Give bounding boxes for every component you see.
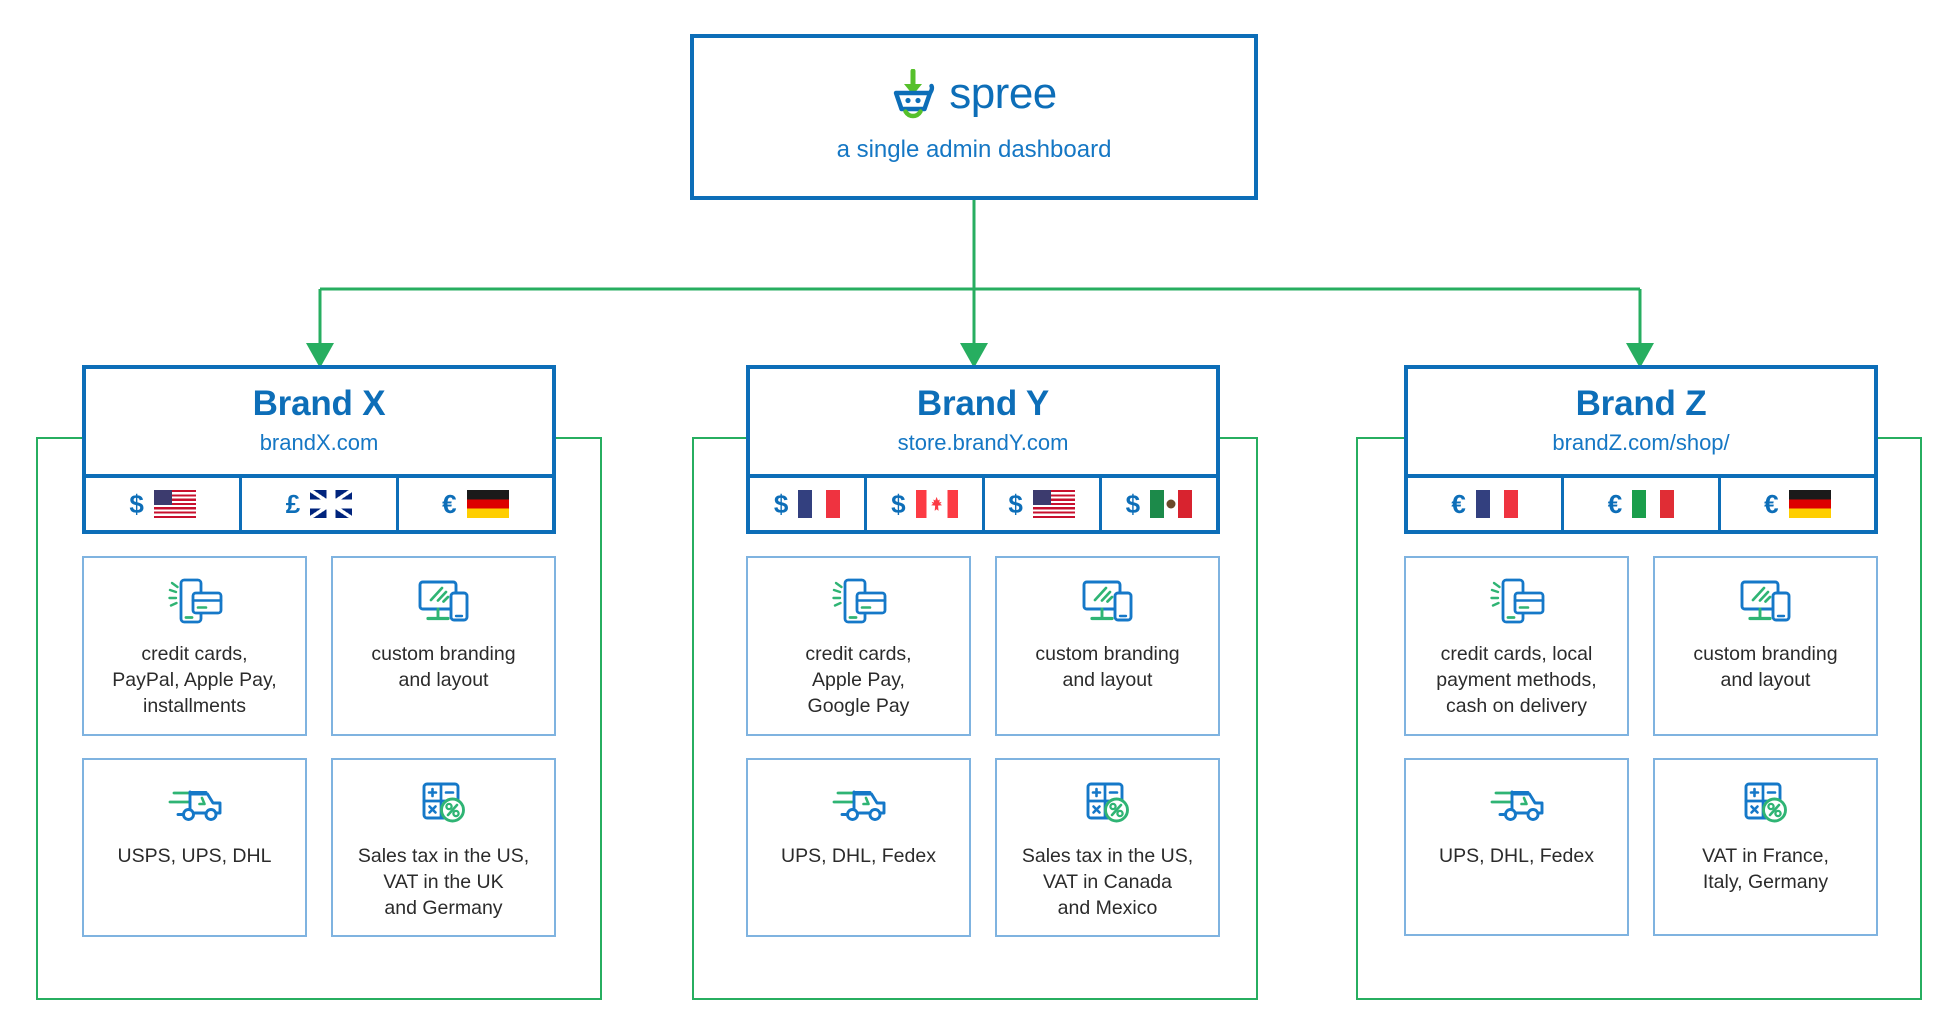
brand-x-currency-strip: $ £ € bbox=[82, 477, 556, 534]
feature-card-label: Sales tax in the US, VAT in Canada and M… bbox=[1021, 844, 1194, 919]
feature-card-label: USPS, UPS, DHL bbox=[117, 844, 272, 867]
flag-germany-icon bbox=[466, 489, 509, 518]
feature-card[interactable]: credit cards, local payment methods, cas… bbox=[1404, 555, 1629, 736]
calculator-percent-icon bbox=[1084, 776, 1132, 832]
delivery-truck-icon bbox=[830, 776, 888, 832]
brand-x-url[interactable]: brandX.com bbox=[259, 430, 379, 456]
feature-card[interactable]: custom branding and layout bbox=[331, 555, 556, 736]
flag-canada-icon bbox=[915, 489, 958, 518]
currency-symbol: $ bbox=[1125, 488, 1141, 519]
brand-x-currency-gb[interactable]: £ bbox=[242, 477, 399, 530]
feature-card[interactable]: USPS, UPS, DHL bbox=[82, 757, 307, 938]
brand-z-currency-it[interactable]: € bbox=[1564, 477, 1721, 530]
flag-france-icon bbox=[798, 489, 841, 518]
feature-card[interactable]: Sales tax in the US, VAT in Canada and M… bbox=[995, 757, 1220, 938]
monitor-phone-branding-icon bbox=[417, 574, 471, 630]
feature-card[interactable]: custom branding and layout bbox=[995, 555, 1220, 736]
payment-card-phone-icon bbox=[1489, 574, 1545, 630]
brand-z-title: Brand Z bbox=[1575, 384, 1707, 423]
feature-card-label: Sales tax in the US, VAT in the UK and G… bbox=[357, 844, 530, 919]
brand-y-column: Brand Y store.brandY.com $ $ $ $ credit cards… bbox=[746, 365, 1220, 938]
brand-y-currency-fr[interactable]: $ bbox=[750, 477, 868, 530]
delivery-truck-icon bbox=[166, 776, 224, 832]
calculator-percent-icon bbox=[1742, 776, 1790, 832]
feature-card-label: credit cards, PayPal, Apple Pay, install… bbox=[112, 642, 277, 717]
brand-z-url[interactable]: brandZ.com/shop/ bbox=[1552, 430, 1730, 456]
spree-cart-logo-icon bbox=[891, 69, 935, 119]
brand-x-feature-cards: credit cards, PayPal, Apple Pay, install… bbox=[82, 555, 556, 938]
brand-y-url[interactable]: store.brandY.com bbox=[897, 430, 1069, 456]
brand-y-currency-ca[interactable]: $ bbox=[867, 477, 985, 530]
currency-symbol: $ bbox=[1008, 488, 1023, 519]
brand-x-currency-de[interactable]: € bbox=[399, 478, 552, 530]
brand-x-header: Brand X brandX.com bbox=[82, 365, 556, 478]
flag-mexico-icon bbox=[1150, 489, 1193, 518]
feature-card[interactable]: credit cards, PayPal, Apple Pay, install… bbox=[82, 555, 307, 736]
admin-dashboard-subtitle: a single admin dashboard bbox=[836, 136, 1112, 164]
feature-card-label: credit cards, local payment methods, cas… bbox=[1436, 642, 1597, 717]
feature-card-label: custom branding and layout bbox=[1035, 642, 1180, 691]
currency-symbol: $ bbox=[129, 488, 144, 519]
brand-z-column: Brand Z brandZ.com/shop/ € € € credit cards,… bbox=[1404, 365, 1878, 936]
currency-symbol: € bbox=[1451, 488, 1466, 519]
currency-symbol: $ bbox=[773, 488, 789, 519]
currency-symbol: £ bbox=[285, 488, 301, 519]
currency-symbol: $ bbox=[891, 488, 906, 519]
brand-y-header: Brand Y store.brandY.com bbox=[746, 365, 1220, 478]
brand-z-currency-fr[interactable]: € bbox=[1408, 477, 1565, 530]
spree-logo: spree bbox=[891, 69, 1057, 119]
delivery-truck-icon bbox=[1488, 776, 1546, 832]
feature-card-label: custom branding and layout bbox=[1693, 642, 1838, 691]
currency-symbol: € bbox=[1607, 488, 1623, 519]
feature-card[interactable]: UPS, DHL, Fedex bbox=[746, 757, 971, 938]
payment-card-phone-icon bbox=[831, 574, 887, 630]
payment-card-phone-icon bbox=[167, 574, 223, 630]
feature-card-label: credit cards, Apple Pay, Google Pay bbox=[805, 642, 912, 717]
brand-y-currency-mx[interactable]: $ bbox=[1102, 478, 1216, 530]
currency-symbol: € bbox=[442, 488, 457, 519]
feature-card[interactable]: UPS, DHL, Fedex bbox=[1404, 757, 1629, 936]
flag-united-states-icon bbox=[153, 489, 196, 518]
brand-y-feature-cards: credit cards, Apple Pay, Google Pay cust… bbox=[746, 555, 1220, 938]
brand-y-title: Brand Y bbox=[916, 384, 1050, 423]
monitor-phone-branding-icon bbox=[1739, 574, 1793, 630]
admin-dashboard-box: spree a single admin dashboard bbox=[690, 34, 1258, 200]
flag-united-kingdom-icon bbox=[310, 489, 353, 518]
brand-y-currency-strip: $ $ $ $ bbox=[746, 477, 1220, 534]
brand-z-currency-de[interactable]: € bbox=[1721, 478, 1874, 530]
brand-x-column: Brand X brandX.com $ £ € credit cards, PayPa… bbox=[82, 365, 556, 938]
flag-france-icon bbox=[1475, 489, 1518, 518]
currency-symbol: € bbox=[1764, 488, 1779, 519]
flag-united-states-icon bbox=[1032, 489, 1075, 518]
brand-z-currency-strip: € € € bbox=[1404, 477, 1878, 534]
feature-card-label: UPS, DHL, Fedex bbox=[1439, 844, 1594, 867]
feature-card[interactable]: custom branding and layout bbox=[1653, 555, 1878, 736]
feature-card[interactable]: credit cards, Apple Pay, Google Pay bbox=[746, 555, 971, 736]
feature-card-label: VAT in France, Italy, Germany bbox=[1702, 844, 1829, 893]
feature-card[interactable]: VAT in France, Italy, Germany bbox=[1653, 757, 1878, 936]
calculator-percent-icon bbox=[420, 776, 468, 832]
brand-y-currency-us[interactable]: $ bbox=[985, 477, 1102, 530]
brand-x-title: Brand X bbox=[252, 384, 386, 423]
spree-wordmark: spree bbox=[949, 69, 1057, 119]
brand-z-header: Brand Z brandZ.com/shop/ bbox=[1404, 365, 1878, 478]
feature-card[interactable]: Sales tax in the US, VAT in the UK and G… bbox=[331, 757, 556, 938]
monitor-phone-branding-icon bbox=[1081, 574, 1135, 630]
flag-italy-icon bbox=[1632, 489, 1675, 518]
brand-x-currency-us[interactable]: $ bbox=[86, 477, 243, 530]
feature-card-label: UPS, DHL, Fedex bbox=[781, 844, 936, 867]
feature-card-label: custom branding and layout bbox=[371, 642, 516, 691]
flag-germany-icon bbox=[1788, 489, 1831, 518]
connector-arrowheads bbox=[306, 343, 1654, 368]
brand-z-feature-cards: credit cards, local payment methods, cas… bbox=[1404, 555, 1878, 936]
